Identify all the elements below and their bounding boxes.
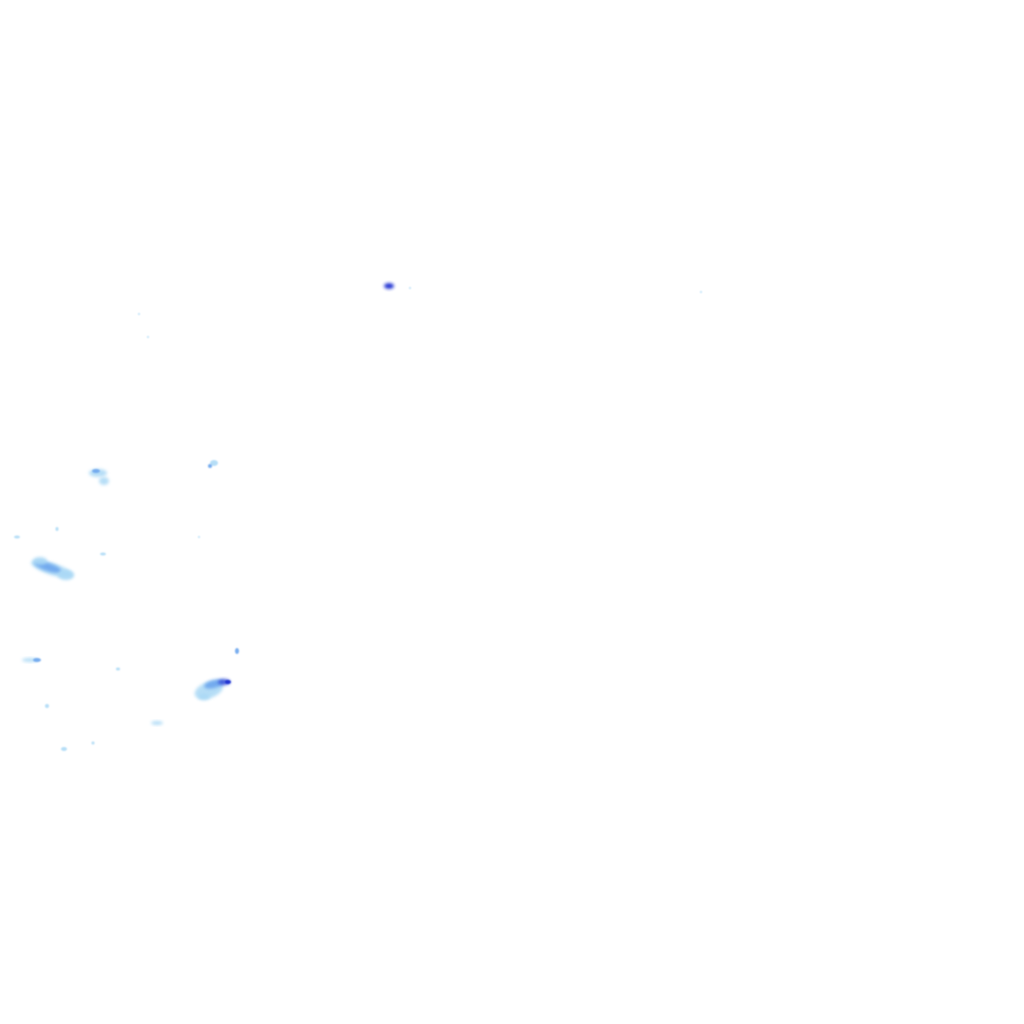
precipitation-cells xyxy=(14,283,702,751)
radar-echo xyxy=(45,704,49,708)
cell-small-2 xyxy=(235,648,239,654)
radar-echo xyxy=(33,557,47,565)
radar-echo xyxy=(210,460,218,466)
radar-echo xyxy=(138,313,140,315)
cell-north-spot xyxy=(384,283,411,289)
radar-echo xyxy=(700,291,702,293)
radar-echo xyxy=(14,535,20,539)
radar-echo xyxy=(58,570,74,580)
radar-echo xyxy=(151,721,163,725)
cell-west-band xyxy=(30,557,74,580)
radar-echo xyxy=(384,283,394,289)
radar-echo xyxy=(100,552,106,556)
radar-echo xyxy=(91,741,95,745)
radar-echo xyxy=(225,680,231,684)
cell-small-3 xyxy=(151,721,163,725)
radar-echo xyxy=(92,469,100,473)
radar-echo xyxy=(99,477,109,485)
cell-small-1 xyxy=(22,658,41,662)
radar-echo xyxy=(116,667,120,671)
radar-echo xyxy=(147,336,149,338)
radar-echo xyxy=(235,648,239,654)
cell-small-7 xyxy=(61,741,95,751)
cell-west-2 xyxy=(208,460,218,468)
cell-small-6 xyxy=(45,667,120,708)
cell-small-5 xyxy=(100,536,200,556)
radar-echo xyxy=(55,527,59,531)
radar-echo xyxy=(198,694,210,700)
cell-southwest xyxy=(194,679,231,700)
radar-echo xyxy=(33,658,41,662)
cell-small-8 xyxy=(138,291,702,338)
radar-echo xyxy=(208,464,212,468)
radar-echo xyxy=(198,536,200,538)
radar-echo xyxy=(61,747,67,751)
cell-small-4 xyxy=(14,527,59,539)
cell-west-1 xyxy=(89,469,109,485)
radar-echo xyxy=(409,287,411,289)
